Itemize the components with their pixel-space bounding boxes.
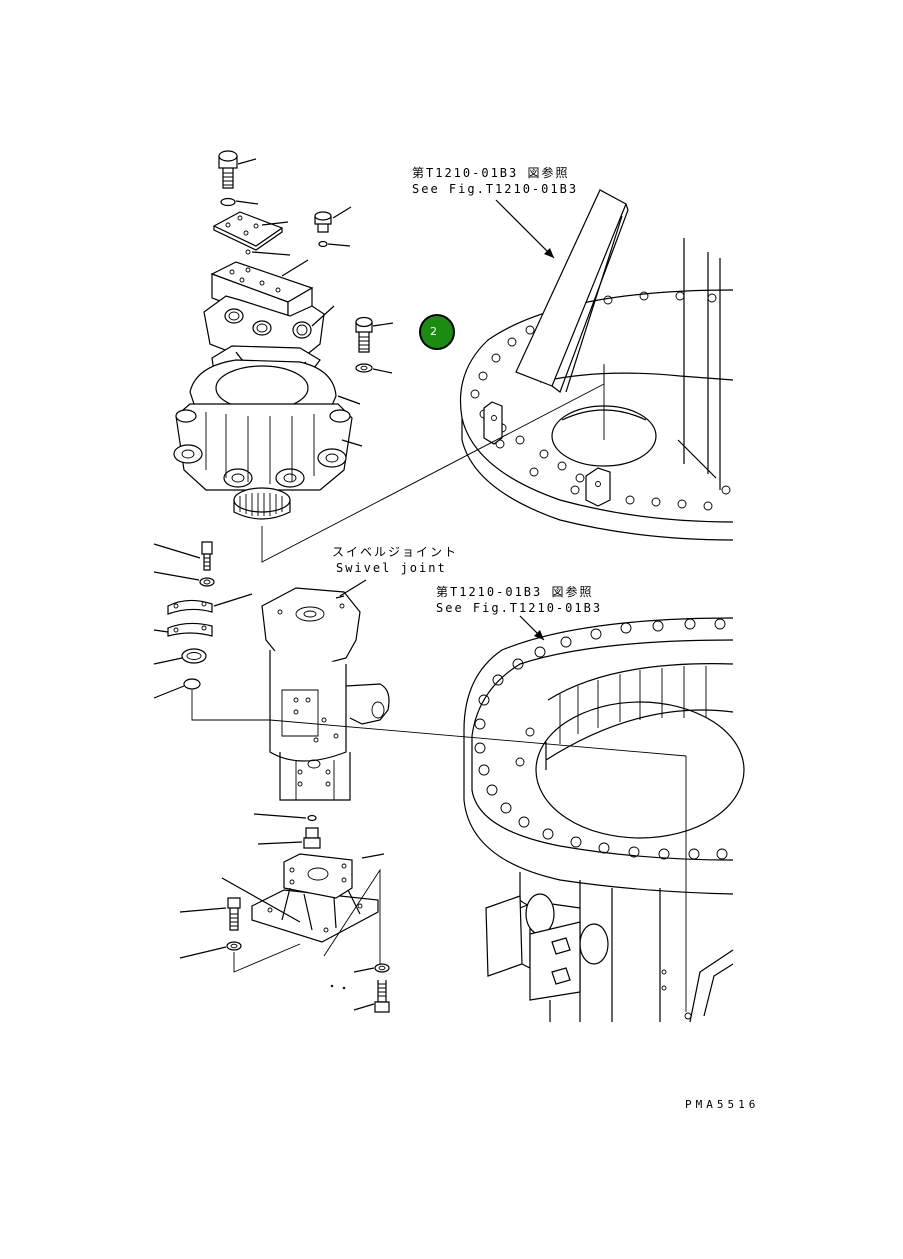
side-bolt: [355, 316, 394, 374]
drawing-code: PMA5516: [685, 1098, 760, 1111]
swing-motor-assembly: [173, 150, 394, 520]
pinion-gear: [233, 487, 291, 520]
plug-right: [314, 206, 352, 248]
callout-swivel-jp: スイベルジョイント: [332, 545, 459, 559]
callout-leader-upper: [495, 199, 555, 259]
callout-upper-jp: 第T1210-01B3 図参照: [412, 166, 570, 180]
item-number-badge[interactable]: 2: [419, 314, 455, 350]
callout-leader-swivel: [339, 579, 367, 597]
callout-swivel-en: Swivel joint: [336, 561, 447, 575]
mounting-bracket: [221, 813, 385, 964]
callout-lower-jp: 第T1210-01B3 図参照: [436, 585, 594, 599]
swivel-joint-assembly: [153, 541, 390, 801]
swivel-leader: [269, 719, 687, 757]
cap-bolt-top: [218, 150, 257, 189]
motor-housing: [173, 295, 363, 491]
callout-lower-en: See Fig.T1210-01B3: [436, 601, 603, 615]
cover-plate: [212, 211, 289, 251]
bracket-bolts: [179, 897, 390, 1013]
revolving-frame-lower: [463, 617, 745, 1023]
washer-top: [220, 197, 236, 207]
motor-leader: [261, 366, 605, 563]
revolving-frame-flange-upper: [459, 189, 734, 541]
callout-upper-en: See Fig.T1210-01B3: [412, 182, 579, 196]
